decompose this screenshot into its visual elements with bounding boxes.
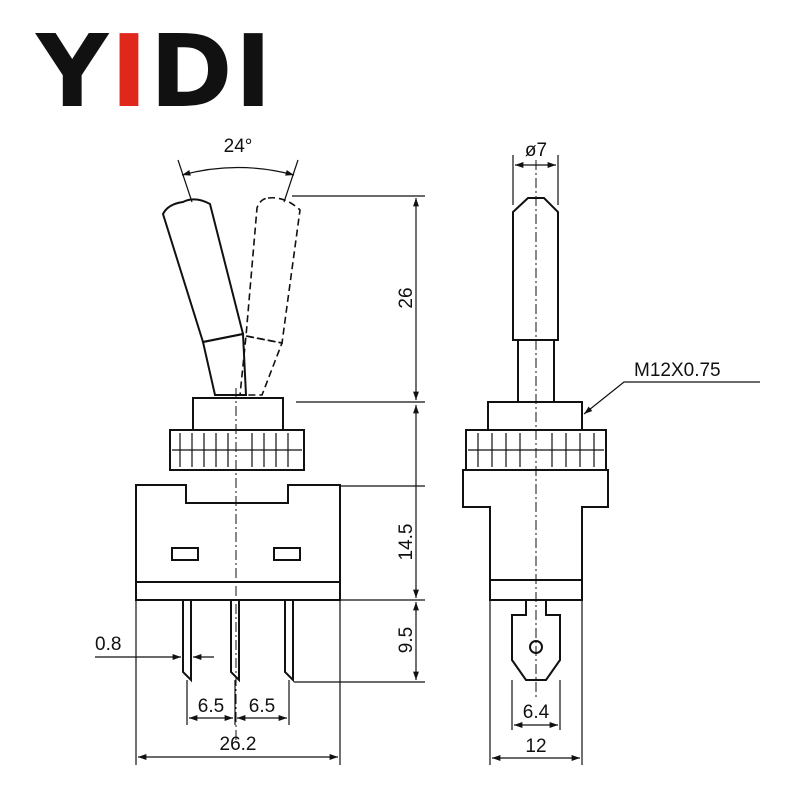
side-terminal: [511, 599, 561, 681]
pitch-right-label: 6.5: [249, 696, 275, 717]
side-threaded-bushing: [487, 401, 583, 431]
side-view: [462, 160, 609, 700]
knurled-nut: [169, 429, 305, 471]
side-dimension-lines: [489, 155, 760, 765]
lever-solid: [161, 198, 248, 396]
body-slot-left: [171, 547, 199, 561]
terminal-length-label: 9.5: [396, 627, 417, 653]
body-slot-right: [273, 547, 301, 561]
side-lever-cap: [512, 197, 559, 341]
front-dimension-lines: [95, 159, 425, 765]
side-width-label: 12: [525, 736, 546, 757]
lever-diameter-label: ø7: [525, 140, 547, 161]
switch-body: [135, 484, 341, 601]
yidi-logo: YIDI: [36, 22, 274, 122]
angle-label: 24°: [224, 136, 253, 157]
body-height-label: 14.5: [396, 524, 417, 561]
logo-letters-di: DI: [149, 13, 274, 130]
body-width-label: 26.2: [220, 734, 257, 755]
lever-height-label: 26: [396, 287, 417, 308]
terminal-thickness-label: 0.8: [95, 634, 121, 655]
terminals: [182, 600, 294, 683]
lever-dashed: [239, 196, 301, 396]
logo-letter-i-accent: I: [110, 13, 150, 130]
knurl-pattern: [172, 433, 302, 467]
logo-letter-y: Y: [36, 13, 111, 130]
threaded-bushing: [192, 397, 284, 431]
front-view: [135, 196, 341, 740]
pitch-left-label: 6.5: [198, 696, 224, 717]
thread-label: M12X0.75: [634, 360, 721, 381]
terminal-width-label: 6.4: [523, 702, 550, 723]
